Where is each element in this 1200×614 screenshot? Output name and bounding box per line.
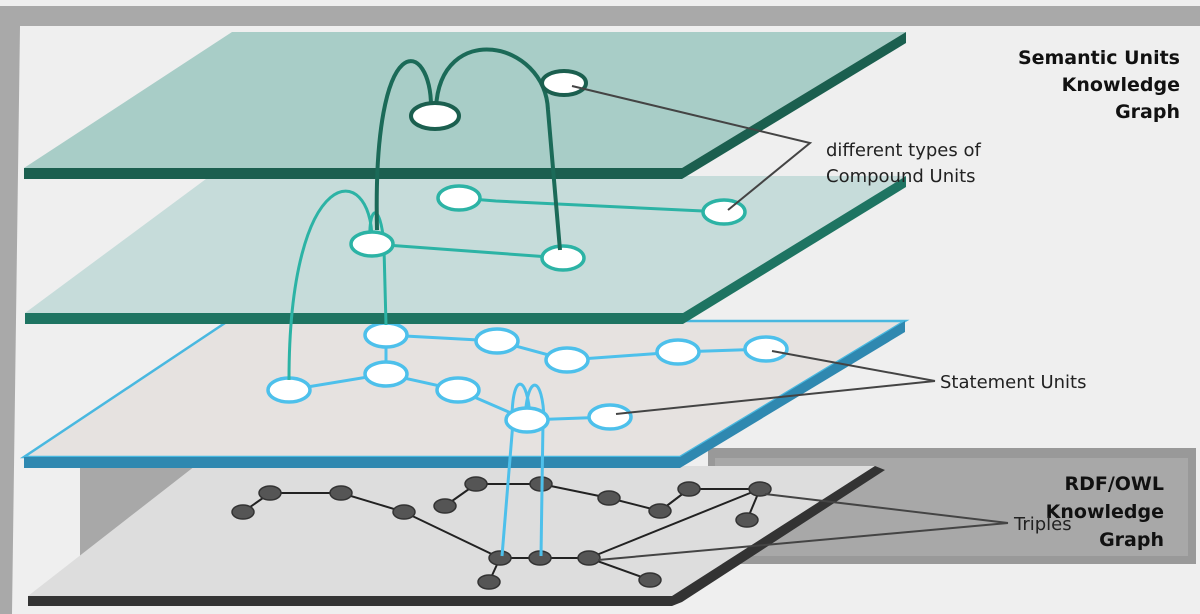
triple-nodes <box>231 476 772 590</box>
compound-unit-node <box>540 244 586 272</box>
triple-node <box>231 504 255 520</box>
triple-node <box>735 512 759 528</box>
statement-callout-2 <box>615 380 936 415</box>
triple-node <box>433 498 457 514</box>
statement-units-nodes <box>266 321 789 434</box>
triple-node <box>258 485 282 501</box>
statement-unit-node <box>363 321 409 349</box>
compound-layer-1-side-edge <box>682 32 906 179</box>
statement-unit-node <box>435 376 481 404</box>
callout-lines <box>571 85 1009 561</box>
statement-unit-node <box>363 360 409 388</box>
compound-units-label-line-1: different types of <box>826 140 981 161</box>
statement-unit-node <box>655 338 701 366</box>
top-layer-arcs <box>374 47 562 251</box>
triple-node <box>597 490 621 506</box>
compound-layer-2-side-edge <box>683 176 906 324</box>
rdf-title-line-1: RDF/OWL <box>1064 473 1164 495</box>
link-arc <box>287 189 374 381</box>
statement-unit-node <box>544 346 590 374</box>
link-line <box>500 421 515 557</box>
triples-callout-2 <box>597 522 1009 561</box>
link-arc <box>374 59 434 231</box>
rdf-title-line-2: Knowledge <box>1046 501 1164 523</box>
compound-layer-2-front-edge <box>25 313 683 324</box>
triple-node <box>477 574 501 590</box>
statement-unit-node <box>504 406 550 434</box>
triple-node <box>392 504 416 520</box>
triple-node <box>577 550 601 566</box>
compound-callout <box>571 85 813 211</box>
link-arc <box>510 382 532 421</box>
compound-edge <box>371 242 564 260</box>
triple-node <box>488 550 512 566</box>
compound-layer-1-top <box>24 32 906 168</box>
rdf-layer-front-edge <box>28 596 672 606</box>
triple-node <box>464 476 488 492</box>
compound-unit-node <box>540 69 588 97</box>
triple-node <box>748 481 772 497</box>
statement-layer-front-edge <box>24 457 680 468</box>
triples-label: Triples <box>1013 514 1072 535</box>
statement-units-label: Statement Units <box>940 372 1086 393</box>
link-arc <box>434 47 562 251</box>
statement-unit-node <box>743 335 789 363</box>
semantic-title-line-3: Graph <box>1115 101 1180 123</box>
rdf-layer-top <box>28 466 875 596</box>
compound-units-label-line-2: Compound Units <box>826 166 976 187</box>
statement-unit-node <box>474 327 520 355</box>
triple-node <box>638 572 662 588</box>
top-layer-nodes <box>409 69 588 131</box>
compound-unit-node <box>409 101 461 131</box>
triple-node <box>677 481 701 497</box>
statement-layer-side-edge <box>680 321 905 468</box>
compound-unit-node <box>436 184 482 212</box>
statement-callout-1 <box>771 350 936 382</box>
link-line <box>382 247 388 326</box>
triple-node <box>329 485 353 501</box>
statement-unit-node <box>587 403 633 431</box>
triple-edge-2 <box>588 488 761 559</box>
compound-unit-node <box>701 198 747 226</box>
link-line <box>539 421 545 557</box>
triple-node <box>648 503 672 519</box>
triples-callout-1 <box>764 493 1009 524</box>
rdf-title-line-3: Graph <box>1099 529 1164 551</box>
semantic-title-line-2: Knowledge <box>1062 74 1180 96</box>
compound-layer-1-front-edge <box>24 168 682 179</box>
compound-layer-2-nodes <box>349 184 747 272</box>
semantic-title-line-1: Semantic Units <box>1018 47 1180 69</box>
compound-unit-node <box>349 230 395 258</box>
statement-unit-node <box>266 376 312 404</box>
